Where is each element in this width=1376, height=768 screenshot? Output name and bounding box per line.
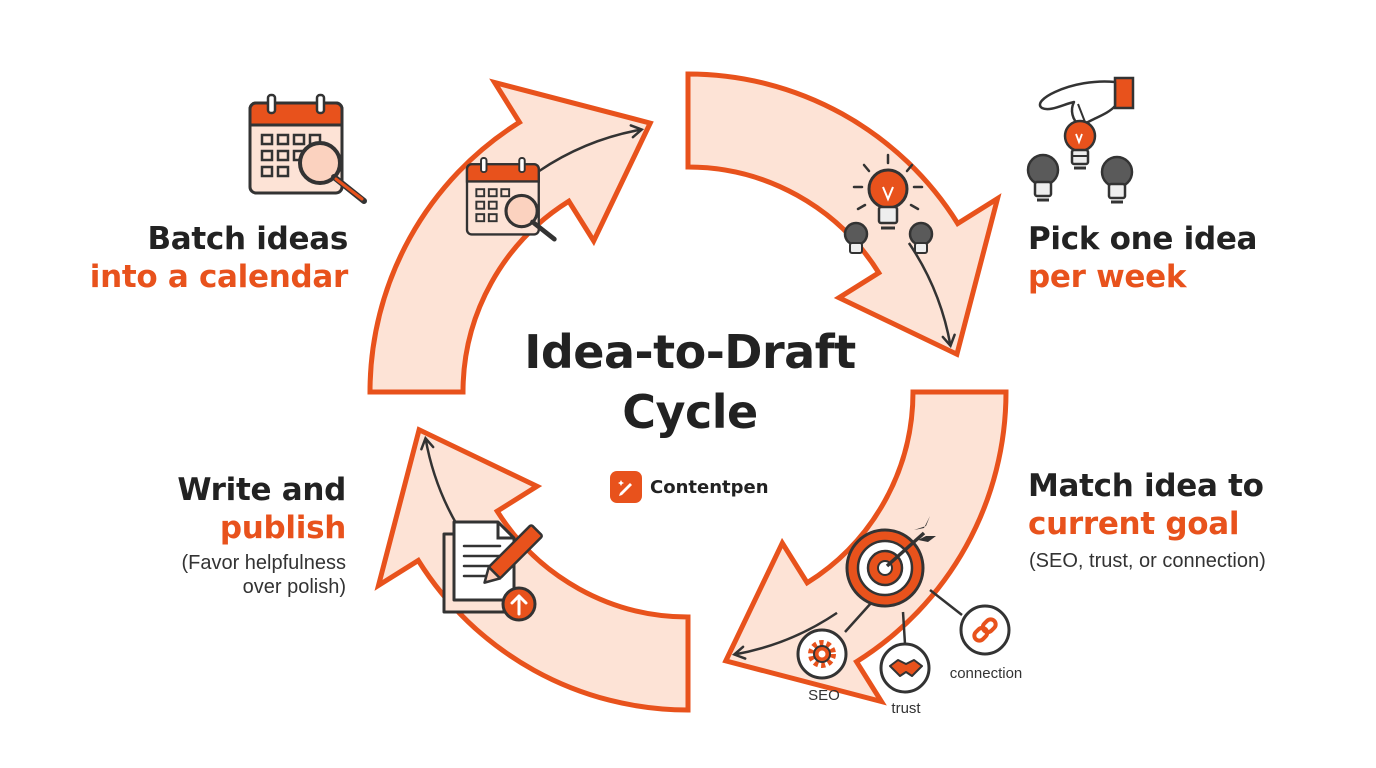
goal-label-connection: connection <box>950 665 1023 682</box>
direction-arrowhead <box>731 645 747 660</box>
calendar-search-small-icon <box>465 157 557 242</box>
step-pick-idea-title: Pick one idea per week <box>1028 220 1257 296</box>
cycle-arrow-segment <box>374 426 691 713</box>
step-title-dark: Write and <box>177 472 346 508</box>
gray-bulb-small-icon <box>843 221 869 254</box>
step-title-dark: Match idea to <box>1028 468 1264 504</box>
step-title-accent: per week <box>1028 259 1187 295</box>
target-icon <box>844 516 963 645</box>
calendar-search-icon <box>248 93 367 204</box>
cycle-title-line: Cycle <box>622 385 758 439</box>
cycle-title-line: Idea-to-Draft <box>524 325 856 379</box>
step-match-goal-title: Match idea to current goal <box>1028 467 1264 543</box>
step-title-accent: current goal <box>1028 506 1240 542</box>
direction-arrow <box>734 611 838 656</box>
step-title-accent: into a calendar <box>89 259 349 295</box>
brand: Contentpen <box>610 470 769 504</box>
cycle-title: Idea-to-Draft Cycle <box>470 322 910 442</box>
note-line: over polish) <box>242 576 346 598</box>
step-match-goal-note: (SEO, trust, or connection) <box>1029 550 1266 572</box>
link-icon <box>959 604 1011 656</box>
step-title-dark: Batch ideas <box>147 221 348 257</box>
note-line: (Favor helpfulness <box>181 552 346 574</box>
cycle-arrow-segment <box>685 71 1002 358</box>
step-title-dark: Pick one idea <box>1028 221 1258 257</box>
handshake-icon <box>879 642 931 694</box>
pen-sparkle-icon <box>610 471 642 503</box>
direction-arrowhead <box>941 333 956 349</box>
gear-icon <box>796 628 848 680</box>
gray-bulb-icon <box>1100 155 1134 204</box>
hand-pick-bulb-icon <box>1038 76 1135 170</box>
goal-label-trust: trust <box>891 700 921 717</box>
gray-bulb-small-icon <box>908 221 934 254</box>
step-write-publish-title: Write and publish <box>177 471 346 547</box>
step-write-publish-note: (Favor helpfulness over polish) <box>181 551 346 599</box>
gray-bulb-icon <box>1026 153 1060 202</box>
direction-arrowhead <box>629 124 645 139</box>
document-upload-icon <box>442 520 543 622</box>
glowing-bulb-icon <box>852 153 924 230</box>
step-batch-ideas-title: Batch ideas into a calendar <box>89 220 349 296</box>
step-title-accent: publish <box>219 510 346 546</box>
brand-name: Contentpen <box>650 476 769 498</box>
cycle-arrow-segment <box>367 78 654 395</box>
direction-arrowhead <box>420 435 435 451</box>
direction-arrow <box>538 128 642 173</box>
goal-label-seo: SEO <box>808 687 840 704</box>
